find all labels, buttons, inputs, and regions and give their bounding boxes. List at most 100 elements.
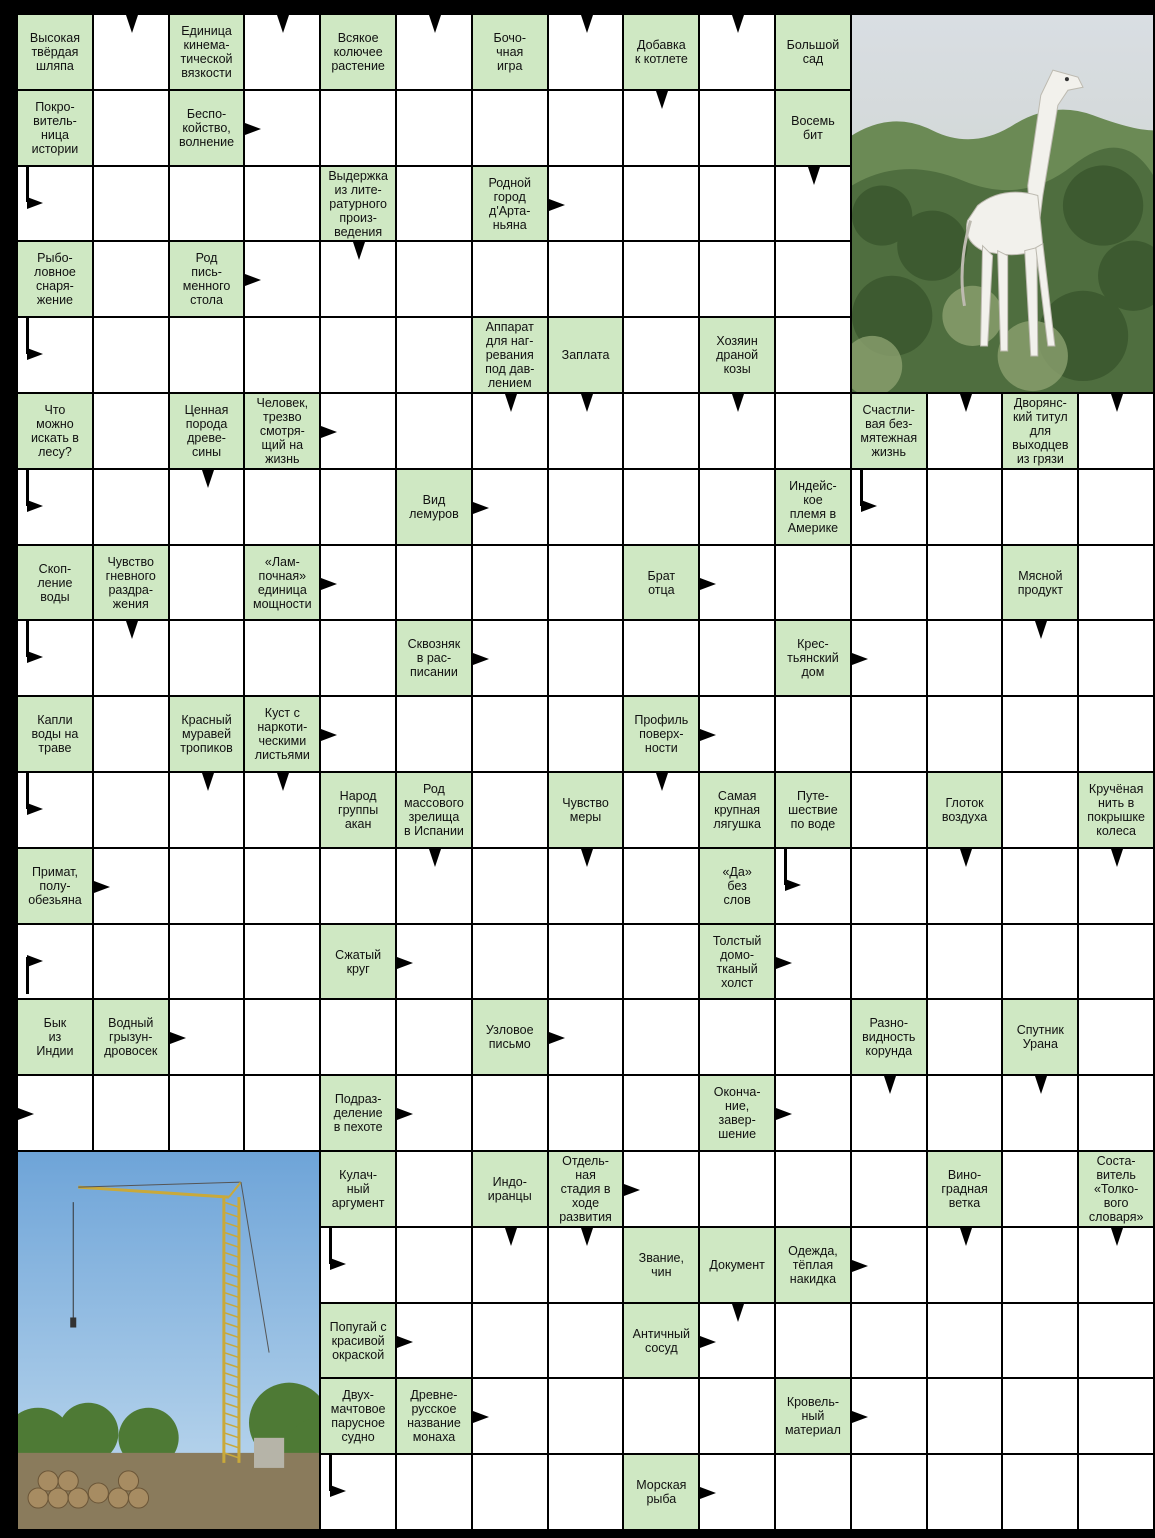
answer-cell[interactable] xyxy=(321,848,396,923)
answer-cell[interactable] xyxy=(397,697,471,772)
answer-cell[interactable] xyxy=(927,621,1002,696)
answer-cell[interactable] xyxy=(851,1152,926,1226)
answer-cell[interactable] xyxy=(169,621,244,696)
answer-cell[interactable] xyxy=(776,1303,850,1378)
answer-cell[interactable] xyxy=(927,469,1002,544)
answer-cell[interactable] xyxy=(700,469,775,544)
answer-cell[interactable] xyxy=(624,394,699,468)
answer-cell[interactable] xyxy=(776,1000,850,1075)
answer-cell[interactable] xyxy=(245,848,320,923)
answer-cell[interactable] xyxy=(700,1000,775,1075)
answer-cell[interactable] xyxy=(472,90,547,165)
answer-cell[interactable] xyxy=(397,166,471,241)
answer-cell[interactable] xyxy=(700,242,775,317)
answer-cell[interactable] xyxy=(472,1076,547,1151)
answer-cell[interactable] xyxy=(472,924,547,999)
answer-cell[interactable] xyxy=(245,166,320,241)
answer-cell[interactable] xyxy=(1003,924,1078,999)
answer-cell[interactable] xyxy=(624,1076,699,1151)
answer-cell[interactable] xyxy=(1003,697,1078,772)
answer-cell[interactable] xyxy=(700,1379,775,1454)
answer-cell[interactable] xyxy=(93,166,168,241)
answer-cell[interactable] xyxy=(851,924,926,999)
answer-cell[interactable] xyxy=(169,848,244,923)
answer-cell[interactable] xyxy=(1003,1303,1078,1378)
answer-cell[interactable] xyxy=(1003,1152,1078,1226)
answer-cell[interactable] xyxy=(397,1227,471,1302)
answer-cell[interactable] xyxy=(397,545,471,620)
answer-cell[interactable] xyxy=(700,1152,775,1226)
answer-cell[interactable] xyxy=(472,1303,547,1378)
answer-cell[interactable] xyxy=(1003,1379,1078,1454)
answer-cell[interactable] xyxy=(1079,1455,1154,1530)
answer-cell[interactable] xyxy=(321,1000,396,1075)
answer-cell[interactable] xyxy=(776,1152,850,1226)
answer-cell[interactable] xyxy=(169,318,244,393)
answer-cell[interactable] xyxy=(321,469,396,544)
answer-cell[interactable] xyxy=(93,90,168,165)
answer-cell[interactable] xyxy=(548,1379,623,1454)
answer-cell[interactable] xyxy=(321,318,396,393)
answer-cell[interactable] xyxy=(169,545,244,620)
answer-cell[interactable] xyxy=(700,166,775,241)
answer-cell[interactable] xyxy=(624,1379,699,1454)
answer-cell[interactable] xyxy=(1079,924,1154,999)
answer-cell[interactable] xyxy=(472,242,547,317)
answer-cell[interactable] xyxy=(472,697,547,772)
answer-cell[interactable] xyxy=(776,318,850,393)
answer-cell[interactable] xyxy=(245,469,320,544)
answer-cell[interactable] xyxy=(851,1303,926,1378)
answer-cell[interactable] xyxy=(548,242,623,317)
answer-cell[interactable] xyxy=(472,1455,547,1530)
answer-cell[interactable] xyxy=(548,924,623,999)
answer-cell[interactable] xyxy=(776,394,850,468)
answer-cell[interactable] xyxy=(93,1076,168,1151)
answer-cell[interactable] xyxy=(927,1076,1002,1151)
answer-cell[interactable] xyxy=(851,773,926,847)
answer-cell[interactable] xyxy=(548,469,623,544)
answer-cell[interactable] xyxy=(624,924,699,999)
answer-cell[interactable] xyxy=(1079,469,1154,544)
answer-cell[interactable] xyxy=(624,848,699,923)
answer-cell[interactable] xyxy=(700,621,775,696)
answer-cell[interactable] xyxy=(93,242,168,317)
answer-cell[interactable] xyxy=(397,90,471,165)
answer-cell[interactable] xyxy=(397,318,471,393)
answer-cell[interactable] xyxy=(397,1152,471,1226)
answer-cell[interactable] xyxy=(472,848,547,923)
answer-cell[interactable] xyxy=(624,318,699,393)
answer-cell[interactable] xyxy=(548,621,623,696)
answer-cell[interactable] xyxy=(927,1379,1002,1454)
answer-cell[interactable] xyxy=(548,697,623,772)
answer-cell[interactable] xyxy=(245,1000,320,1075)
answer-cell[interactable] xyxy=(169,924,244,999)
answer-cell[interactable] xyxy=(624,242,699,317)
answer-cell[interactable] xyxy=(245,318,320,393)
answer-cell[interactable] xyxy=(472,773,547,847)
answer-cell[interactable] xyxy=(927,1303,1002,1378)
answer-cell[interactable] xyxy=(624,621,699,696)
answer-cell[interactable] xyxy=(1003,469,1078,544)
answer-cell[interactable] xyxy=(397,394,471,468)
answer-cell[interactable] xyxy=(93,469,168,544)
answer-cell[interactable] xyxy=(927,924,1002,999)
answer-cell[interactable] xyxy=(548,1076,623,1151)
answer-cell[interactable] xyxy=(397,1000,471,1075)
answer-cell[interactable] xyxy=(93,697,168,772)
answer-cell[interactable] xyxy=(548,90,623,165)
answer-cell[interactable] xyxy=(169,1076,244,1151)
answer-cell[interactable] xyxy=(776,242,850,317)
answer-cell[interactable] xyxy=(397,242,471,317)
answer-cell[interactable] xyxy=(1003,848,1078,923)
answer-cell[interactable] xyxy=(548,545,623,620)
answer-cell[interactable] xyxy=(851,697,926,772)
answer-cell[interactable] xyxy=(1079,1303,1154,1378)
answer-cell[interactable] xyxy=(851,1455,926,1530)
answer-cell[interactable] xyxy=(927,1000,1002,1075)
answer-cell[interactable] xyxy=(93,773,168,847)
answer-cell[interactable] xyxy=(927,545,1002,620)
answer-cell[interactable] xyxy=(776,1455,850,1530)
answer-cell[interactable] xyxy=(851,848,926,923)
answer-cell[interactable] xyxy=(93,924,168,999)
answer-cell[interactable] xyxy=(776,545,850,620)
